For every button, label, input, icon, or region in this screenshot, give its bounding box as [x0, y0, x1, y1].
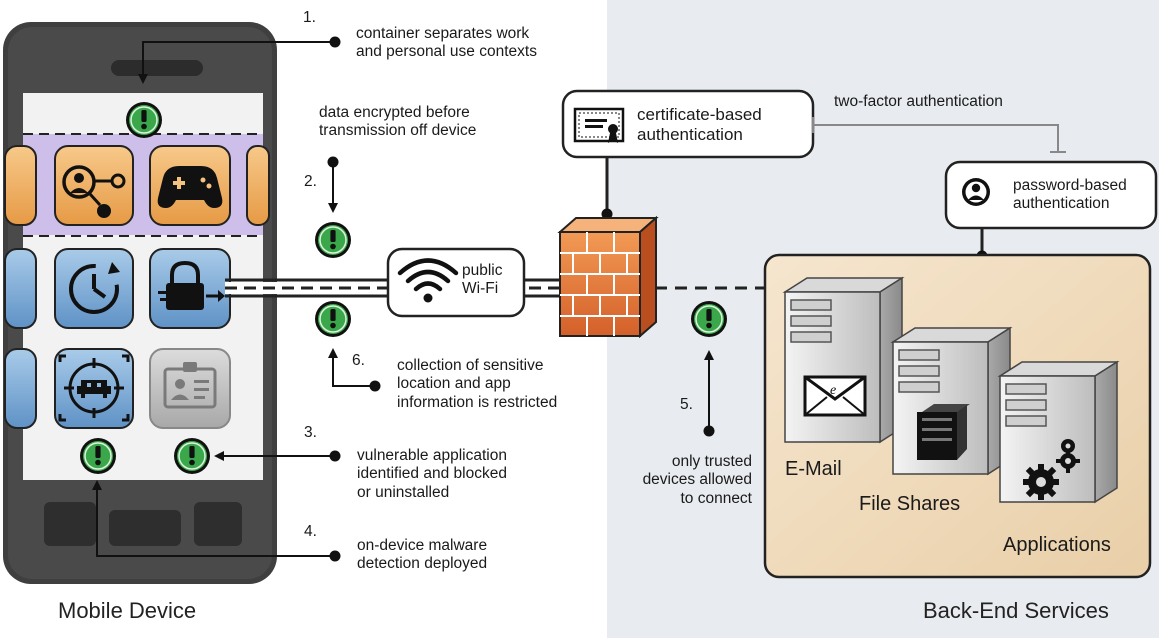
step-5-text: only trusted devices allowed to connect — [596, 453, 752, 508]
step-4-line-2: detection deployed — [357, 555, 488, 573]
mobile-device-title: Mobile Device — [58, 598, 197, 623]
step-2-number: 2. — [304, 173, 317, 190]
alert-icon — [314, 221, 352, 259]
id-badge-icon — [149, 348, 231, 429]
firewall-icon — [557, 215, 659, 339]
pwd-auth-line-1: password-based — [1013, 177, 1127, 194]
backend-services-title: Back-End Services — [923, 598, 1109, 623]
clock-sync-icon — [54, 248, 134, 329]
alert-icon — [690, 300, 728, 338]
step-5-number: 5. — [680, 396, 693, 413]
annotation-arrows — [92, 41, 714, 557]
step-4-number: 4. — [304, 523, 317, 540]
step-2-line-1: data encrypted before — [319, 104, 470, 121]
step-1-line-1: container separates work — [356, 25, 530, 42]
envelope-icon: e — [803, 375, 867, 417]
step-6-line-3: information is restricted — [397, 393, 558, 411]
certificate-auth-box — [561, 89, 815, 159]
step-1-number: 1. — [303, 9, 316, 26]
file-cabinet-icon — [917, 404, 970, 460]
server-icon — [782, 276, 905, 444]
alert-icon — [314, 300, 352, 338]
step-6-line-1: collection of sensitive — [397, 357, 544, 374]
lock-transfer-icon — [149, 248, 231, 329]
certificate-icon — [573, 107, 625, 143]
step-3-line-2: identified and blocked — [357, 465, 507, 483]
phone-button-left — [44, 502, 96, 546]
public-wifi-label: public Wi-Fi — [462, 262, 503, 299]
step-6-text: collection of sensitive location and app… — [397, 357, 557, 412]
server-icon — [997, 360, 1120, 504]
alert-icon — [125, 101, 163, 139]
alert-icon — [173, 437, 211, 475]
public-wifi-line-2: Wi-Fi — [462, 280, 499, 298]
step-6-number: 6. — [352, 352, 365, 369]
step-1-line-2: and personal use contexts — [356, 43, 537, 61]
user-icon — [962, 178, 990, 206]
step-4-line-1: on-device malware — [357, 537, 488, 554]
gamepad-icon — [149, 145, 231, 226]
phone-button-home — [109, 510, 181, 546]
step-4-text: on-device malware detection deployed — [357, 537, 487, 574]
password-auth-box — [944, 160, 1158, 230]
email-label: E-Mail — [785, 458, 842, 480]
svg-text:e: e — [830, 383, 836, 398]
step-6-line-2: location and app — [397, 375, 511, 393]
step-1-text: container separates work and personal us… — [356, 25, 537, 62]
step-3-line-1: vulnerable application — [357, 447, 507, 464]
phone-button-right — [194, 502, 242, 546]
step-5-line-2: devices allowed — [642, 471, 752, 489]
step-5-line-1: only trusted — [671, 453, 752, 470]
step-3-text: vulnerable application identified and bl… — [357, 447, 507, 502]
public-wifi-line-1: public — [462, 262, 503, 279]
password-auth-label: password-based authentication — [1013, 177, 1127, 214]
step-3-line-3: or uninstalled — [357, 483, 450, 501]
space-invader-target-icon — [54, 348, 134, 429]
two-factor-connector — [813, 124, 1059, 152]
step-3-number: 3. — [304, 424, 317, 441]
file-shares-label: File Shares — [859, 493, 961, 515]
two-factor-label: two-factor authentication — [834, 93, 1003, 110]
cert-auth-line-2: authentication — [637, 125, 743, 145]
public-wifi-box — [386, 247, 526, 318]
applications-label: Applications — [1003, 534, 1111, 556]
step-5-line-3: to connect — [680, 489, 752, 507]
social-network-icon — [54, 145, 134, 226]
certificate-auth-label: certificate-based authentication — [637, 105, 762, 145]
step-2-text: data encrypted before transmission off d… — [319, 104, 476, 141]
cert-auth-line-1: certificate-based — [637, 105, 762, 124]
alert-icon — [79, 437, 117, 475]
gears-icon — [1023, 439, 1080, 500]
step-2-line-2: transmission off device — [319, 122, 477, 140]
phone-speaker — [111, 60, 203, 76]
wifi-icon — [397, 258, 459, 303]
mobile-phone — [3, 22, 277, 584]
pwd-auth-line-2: authentication — [1013, 195, 1110, 213]
